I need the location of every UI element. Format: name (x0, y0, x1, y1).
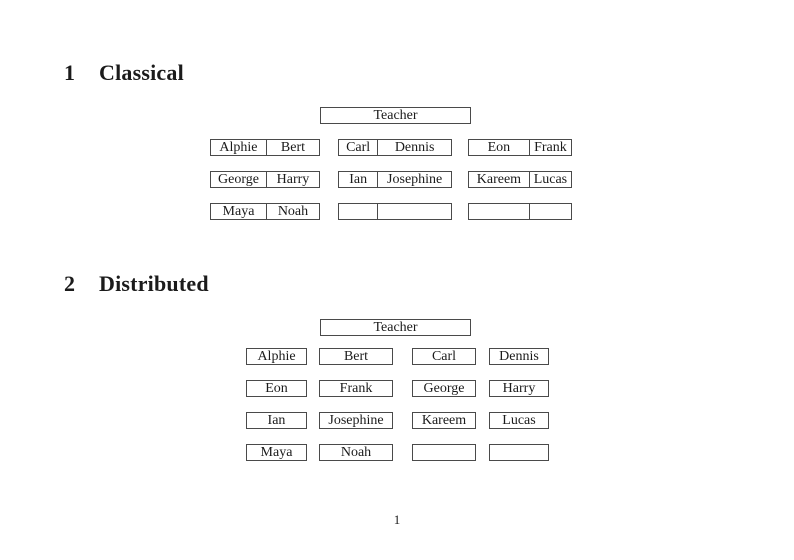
student-box: Noah (319, 444, 393, 461)
seat-cell: Bert (280, 140, 306, 155)
seat-cell: Carl (339, 140, 379, 155)
desk-box (468, 203, 572, 220)
student-box: Frank (319, 380, 393, 397)
seat-cell: Frank (534, 140, 567, 155)
desk-box: Maya Noah (210, 203, 320, 220)
seat-cell: Eon (469, 140, 530, 155)
student-box: Alphie (246, 348, 307, 365)
student-box: Eon (246, 380, 307, 397)
seat-cell: Kareem (469, 172, 530, 187)
page-number: 1 (393, 512, 401, 527)
student-box: Kareem (412, 412, 476, 429)
seat-cell (469, 204, 530, 219)
desk-box: Carl Dennis (338, 139, 452, 156)
seat-cell (339, 204, 379, 219)
seat-cell: Noah (277, 204, 309, 219)
student-box (489, 444, 549, 461)
student-box: Carl (412, 348, 476, 365)
seat-cell: George (211, 172, 267, 187)
student-box: Dennis (489, 348, 549, 365)
section-heading-distributed: 2 Distributed (64, 272, 209, 296)
seat-cell: Lucas (533, 172, 568, 187)
desk-box (338, 203, 452, 220)
section-heading-classical: 1 Classical (64, 61, 184, 85)
section-number: 2 (64, 271, 76, 296)
teacher-box: Teacher (320, 107, 471, 124)
desk-box: Alphie Bert (210, 139, 320, 156)
student-box (412, 444, 476, 461)
seat-cell: Maya (211, 204, 267, 219)
student-box: Bert (319, 348, 393, 365)
seat-cell: Josephine (387, 172, 443, 187)
section-title: Classical (99, 60, 184, 85)
student-box: Harry (489, 380, 549, 397)
seat-cell: Dennis (394, 140, 435, 155)
student-box: Lucas (489, 412, 549, 429)
section-title: Distributed (99, 271, 209, 296)
seat-cell: Harry (276, 172, 310, 187)
student-box: Ian (246, 412, 307, 429)
student-box: George (412, 380, 476, 397)
teacher-box: Teacher (320, 319, 471, 336)
seat-cell: Ian (339, 172, 379, 187)
desk-box: George Harry (210, 171, 320, 188)
desk-box: Ian Josephine (338, 171, 452, 188)
student-box: Josephine (319, 412, 393, 429)
desk-box: Eon Frank (468, 139, 572, 156)
student-box: Maya (246, 444, 307, 461)
section-number: 1 (64, 60, 76, 85)
seat-cell: Alphie (211, 140, 267, 155)
